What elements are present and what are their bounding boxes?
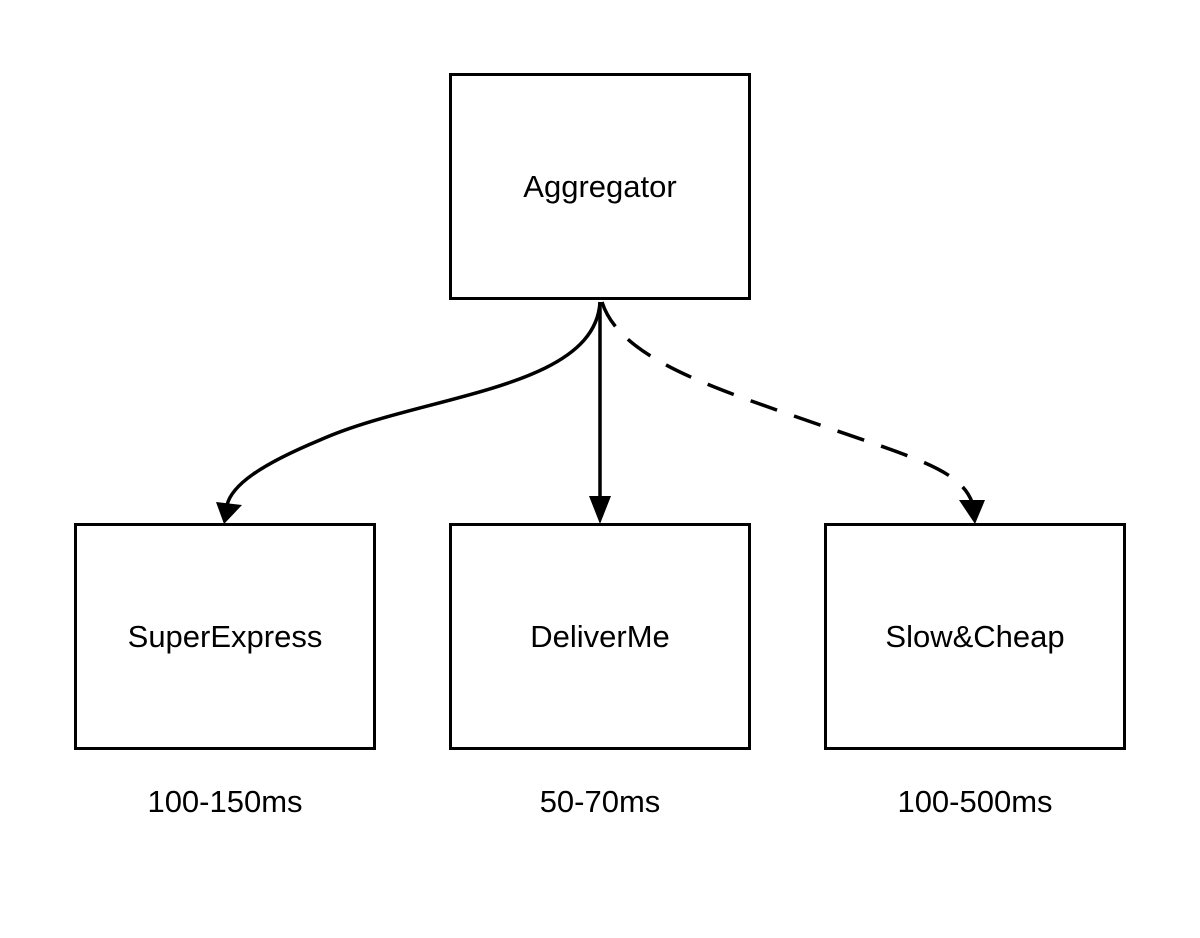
superexpress-node: SuperExpress: [74, 523, 376, 750]
slowcheap-label: Slow&Cheap: [885, 619, 1065, 654]
superexpress-label: SuperExpress: [127, 619, 323, 654]
deliverme-latency: 50-70ms: [539, 784, 661, 819]
arrowhead-deliverme: [589, 496, 611, 524]
edge-aggregator-deliverme: [589, 302, 611, 524]
slowcheap-latency: 100-500ms: [897, 784, 1053, 819]
edge-aggregator-superexpress: [216, 301, 602, 524]
aggregator-label: Aggregator: [523, 169, 677, 204]
arrowhead-superexpress: [216, 502, 242, 524]
slowcheap-node: Slow&Cheap: [824, 523, 1126, 750]
deliverme-label: DeliverMe: [530, 619, 670, 654]
deliverme-node: DeliverMe: [449, 523, 751, 750]
aggregator-node: Aggregator: [449, 73, 751, 300]
edge-aggregator-slowcheap: [600, 301, 985, 524]
arrowhead-slowcheap: [959, 500, 985, 524]
superexpress-latency: 100-150ms: [147, 784, 303, 819]
